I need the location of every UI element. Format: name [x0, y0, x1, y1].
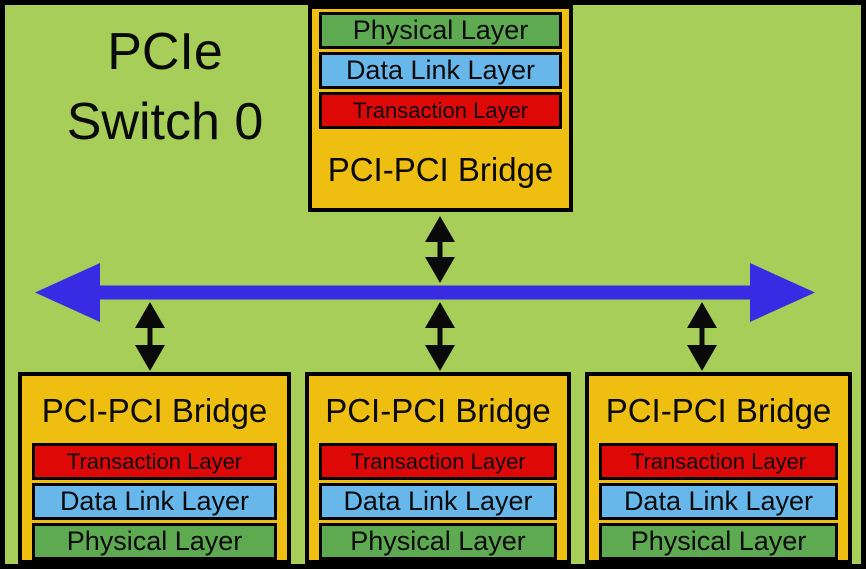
- switch-title-line2: Switch 0: [66, 93, 264, 151]
- pci-bridge-downstream-3: PCI-PCI Bridge Transaction Layer Data Li…: [585, 372, 852, 564]
- bridge-label: PCI-PCI Bridge: [41, 391, 268, 429]
- transaction-layer-label: Transaction Layer: [630, 448, 807, 474]
- data-link-layer-label: Data Link Layer: [623, 486, 814, 516]
- pci-bridge-downstream-1: PCI-PCI Bridge Transaction Layer Data Li…: [18, 372, 291, 564]
- data-link-layer-bar: Data Link Layer: [32, 483, 277, 520]
- physical-layer-label: Physical Layer: [630, 526, 807, 556]
- physical-layer-bar: Physical Layer: [599, 523, 838, 560]
- transaction-layer-label: Transaction Layer: [350, 448, 526, 474]
- data-link-layer-label: Data Link Layer: [345, 55, 536, 85]
- data-link-layer-label: Data Link Layer: [59, 486, 250, 516]
- data-link-layer-bar: Data Link Layer: [319, 52, 562, 89]
- physical-layer-bar: Physical Layer: [319, 12, 562, 49]
- physical-layer-label: Physical Layer: [352, 15, 529, 45]
- pci-bridge-downstream-2: PCI-PCI Bridge Transaction Layer Data Li…: [305, 372, 571, 564]
- pci-bridge-upstream: Physical Layer Data Link Layer Transacti…: [308, 5, 573, 212]
- physical-layer-bar: Physical Layer: [32, 523, 277, 560]
- data-link-layer-label: Data Link Layer: [343, 486, 533, 516]
- bridge-label: PCI-PCI Bridge: [327, 151, 554, 188]
- pcie-bus-arrow: [35, 263, 815, 322]
- transaction-layer-label: Transaction Layer: [66, 448, 243, 474]
- downstream-link-arrow-3: [687, 302, 717, 371]
- transaction-layer-bar: Transaction Layer: [319, 92, 562, 129]
- switch-title: PCIe Switch 0: [20, 17, 310, 157]
- transaction-layer-bar: Transaction Layer: [319, 443, 557, 480]
- transaction-layer-label: Transaction Layer: [352, 97, 529, 123]
- data-link-layer-bar: Data Link Layer: [319, 483, 557, 520]
- downstream-link-arrow-2: [425, 302, 455, 371]
- bridge-label: PCI-PCI Bridge: [605, 391, 832, 429]
- data-link-layer-bar: Data Link Layer: [599, 483, 838, 520]
- physical-layer-label: Physical Layer: [66, 526, 243, 556]
- bridge-label: PCI-PCI Bridge: [325, 391, 551, 429]
- physical-layer-label: Physical Layer: [350, 526, 526, 556]
- switch-title-line1: PCIe: [107, 23, 223, 81]
- upstream-link-arrow: [425, 216, 455, 283]
- transaction-layer-bar: Transaction Layer: [599, 443, 838, 480]
- transaction-layer-bar: Transaction Layer: [32, 443, 277, 480]
- physical-layer-bar: Physical Layer: [319, 523, 557, 560]
- downstream-link-arrow-1: [135, 302, 165, 371]
